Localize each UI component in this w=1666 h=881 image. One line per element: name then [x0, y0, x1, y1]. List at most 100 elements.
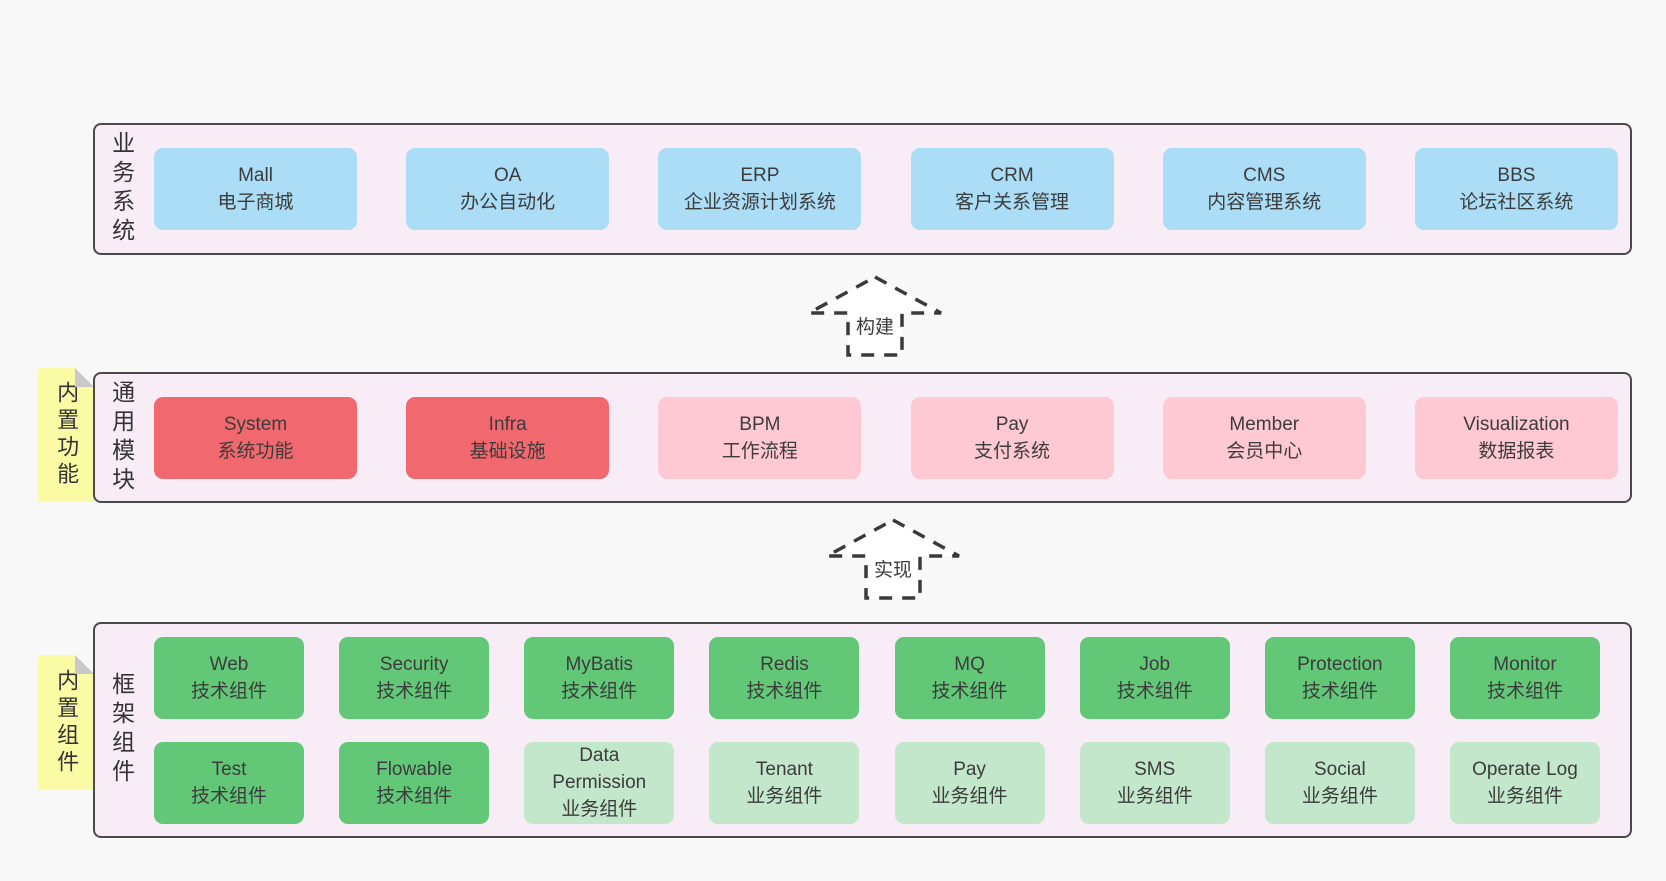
box-title: Member: [1229, 413, 1300, 435]
box-mybatis: MyBatis 技术组件: [524, 636, 675, 719]
section-framework-components: 框架组件 Web 技术组件 Security 技术组件 MyBatis 技术组件…: [93, 622, 1632, 838]
section-business-systems: 业务系统 Mall 电子商城 OA 办公自动化 ERP 企业资源计划系统 CRM…: [93, 123, 1632, 255]
sticky-note-built-in-components: 内置组件: [38, 655, 94, 790]
box-subtitle: 基础设施: [469, 440, 546, 462]
box-title: CRM: [990, 165, 1034, 186]
box-subtitle: 技术组件: [1301, 680, 1378, 702]
box-subtitle: 技术组件: [376, 680, 453, 702]
box-title: Tenant: [755, 758, 813, 780]
section-label-column: 通用模块: [95, 374, 147, 501]
box-subtitle: 技术组件: [190, 785, 267, 807]
arrow-build-label: 构建: [849, 309, 901, 342]
folded-corner: [75, 655, 94, 674]
box-subtitle: 工作流程: [721, 440, 798, 462]
box-title: Visualization: [1463, 413, 1570, 435]
box-subtitle: 技术组件: [190, 680, 267, 702]
box-data-permission: Data Permission 业务组件: [524, 741, 675, 824]
box-subtitle: 会员中心: [1226, 440, 1303, 462]
box-subtitle: 技术组件: [931, 680, 1008, 702]
box-title: SMS: [1134, 758, 1176, 780]
box-title: Protection: [1297, 653, 1383, 675]
box-operate-log: Operate Log 业务组件: [1449, 741, 1600, 824]
box-subtitle: 数据报表: [1478, 440, 1555, 462]
box-bpm: BPM 工作流程: [658, 396, 862, 479]
box-erp: ERP 企业资源计划系统: [658, 148, 862, 230]
section-label-column: 业务系统: [95, 125, 147, 253]
box-flowable: Flowable 技术组件: [339, 741, 490, 824]
box-system: System 系统功能: [154, 396, 357, 479]
box-subtitle: 技术组件: [1116, 680, 1193, 702]
box-job: Job 技术组件: [1079, 636, 1230, 719]
business-systems-boxes: Mall 电子商城 OA 办公自动化 ERP 企业资源计划系统 CRM 客户关系…: [147, 125, 1630, 253]
box-test: Test 技术组件: [154, 741, 304, 824]
box-monitor: Monitor 技术组件: [1449, 636, 1600, 719]
box-mq: MQ 技术组件: [894, 636, 1045, 719]
box-subtitle: 客户关系管理: [955, 192, 1070, 213]
box-infra: Infra 基础设施: [406, 396, 610, 479]
box-subtitle: 业务组件: [746, 785, 823, 807]
box-title: Pay: [995, 413, 1029, 435]
box-title: Infra: [488, 413, 527, 435]
box-title: System: [223, 413, 288, 435]
sticky-label: 内置组件: [54, 668, 80, 777]
arrow-build: 构建: [805, 275, 945, 357]
sticky-label: 内置功能: [54, 381, 80, 489]
box-title: MQ: [954, 653, 985, 675]
framework-row-1: Web 技术组件 Security 技术组件 MyBatis 技术组件 Redi…: [154, 636, 1600, 719]
box-subtitle: 支付系统: [974, 440, 1051, 462]
box-subtitle: 业务组件: [1486, 785, 1563, 807]
box-subtitle: 技术组件: [746, 680, 823, 702]
box-security: Security 技术组件: [339, 636, 490, 719]
box-subtitle: 业务组件: [561, 799, 638, 820]
box-title: Operate Log: [1472, 758, 1578, 780]
box-title: Web: [209, 653, 249, 675]
box-web: Web 技术组件: [154, 636, 304, 719]
box-bbs: BBS 论坛社区系统: [1414, 148, 1618, 230]
box-member: Member 会员中心: [1162, 396, 1366, 479]
box-oa: OA 办公自动化: [406, 148, 610, 230]
box-title: Security: [379, 653, 449, 675]
box-subtitle: 电子商城: [217, 192, 294, 213]
box-title: OA: [493, 165, 522, 186]
box-subtitle: 企业资源计划系统: [683, 192, 836, 213]
box-title: Flowable: [376, 758, 453, 780]
box-title: Mall: [238, 165, 273, 186]
box-title: ERP: [740, 165, 780, 186]
arrow-implement-label: 实现: [867, 552, 919, 585]
box-subtitle: 技术组件: [376, 785, 453, 807]
folded-corner: [75, 368, 94, 387]
box-subtitle: 系统功能: [217, 440, 294, 462]
box-subtitle: 业务组件: [931, 785, 1008, 807]
section-common-modules: 通用模块 System 系统功能 Infra 基础设施 BPM 工作流程 Pay…: [93, 372, 1632, 503]
section-label-framework-components: 框架组件: [108, 672, 135, 788]
sticky-note-built-in-features: 内置功能: [38, 368, 94, 502]
box-title: Job: [1139, 653, 1171, 675]
box-visualization: Visualization 数据报表: [1414, 396, 1618, 479]
box-subtitle: 技术组件: [561, 680, 638, 702]
box-social: Social 业务组件: [1264, 741, 1415, 824]
box-redis: Redis 技术组件: [709, 636, 860, 719]
box-title: Redis: [760, 653, 809, 675]
box-mall: Mall 电子商城: [154, 148, 357, 230]
box-title: Pay: [953, 758, 986, 780]
box-title: Social: [1313, 758, 1366, 780]
section-label-column: 框架组件: [95, 624, 147, 836]
box-cms: CMS 内容管理系统: [1162, 148, 1366, 230]
box-subtitle: 论坛社区系统: [1459, 192, 1574, 213]
box-pay-biz: Pay 业务组件: [894, 741, 1045, 824]
framework-components-boxes: Web 技术组件 Security 技术组件 MyBatis 技术组件 Redi…: [147, 624, 1630, 836]
box-title: CMS: [1243, 165, 1286, 186]
box-crm: CRM 客户关系管理: [910, 148, 1114, 230]
box-protection: Protection 技术组件: [1264, 636, 1415, 719]
box-title: Test: [211, 758, 247, 780]
arrow-implement: 实现: [823, 518, 963, 600]
box-title: BBS: [1497, 165, 1536, 186]
box-title: Data Permission: [552, 745, 647, 793]
box-subtitle: 内容管理系统: [1207, 192, 1322, 213]
box-subtitle: 技术组件: [1486, 680, 1563, 702]
section-label-common-modules: 通用模块: [108, 379, 135, 496]
box-title: Monitor: [1493, 653, 1557, 675]
box-subtitle: 办公自动化: [460, 192, 556, 213]
box-title: BPM: [739, 413, 781, 435]
